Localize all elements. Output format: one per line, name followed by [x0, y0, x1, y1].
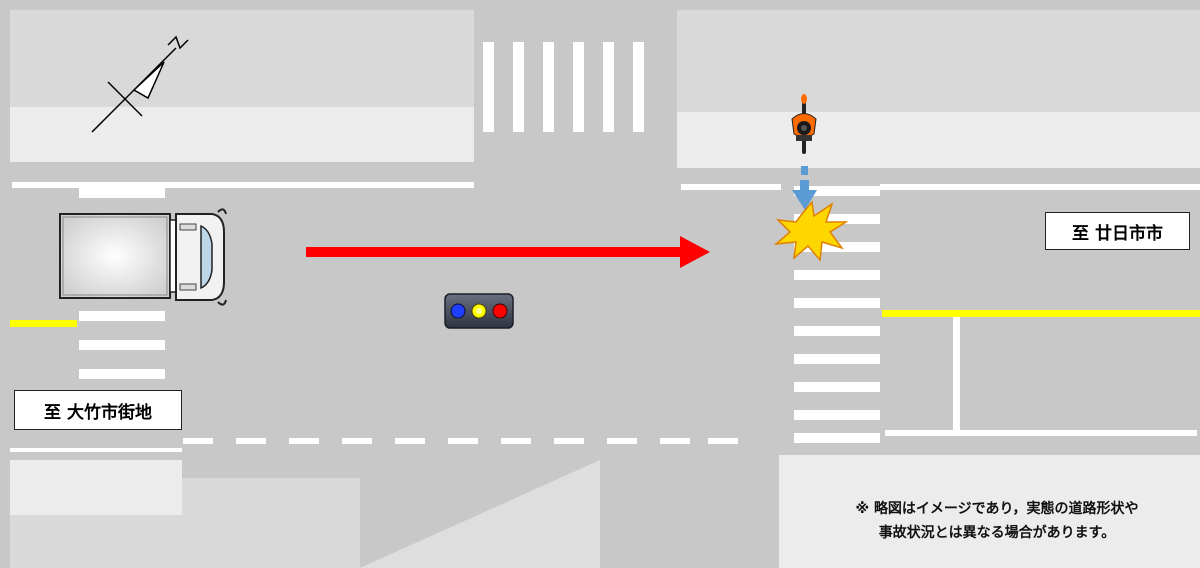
sidewalk-northeast	[677, 112, 1200, 168]
disclaimer-line-2: 事故状況とは異なる場合があります。	[812, 521, 1182, 545]
edge-line-north-east	[681, 184, 781, 190]
stop-line-east	[953, 317, 960, 432]
block-northeast	[677, 10, 1200, 112]
edge-line-south-east	[885, 430, 1197, 436]
disclaimer-line-1: ※ 略図はイメージであり，実態の道路形状や	[812, 497, 1182, 521]
direction-label-west: 至 大竹市街地	[14, 390, 182, 430]
truck-icon	[60, 209, 226, 304]
signal-blue-light	[451, 304, 465, 318]
center-line-east	[882, 310, 1200, 317]
block-northwest	[10, 10, 474, 107]
edge-line-north-west	[12, 182, 474, 188]
traffic-signal-icon	[445, 294, 513, 328]
edge-line-south-west	[10, 448, 182, 452]
edge-line-north-east-2	[880, 184, 1200, 190]
sidewalk-northwest	[10, 107, 474, 162]
disclaimer-note: ※ 略図はイメージであり，実態の道路形状や 事故状況とは異なる場合があります。	[812, 497, 1182, 545]
center-line-west	[10, 320, 77, 327]
direction-label-east: 至 廿日市市	[1045, 212, 1190, 250]
sidewalk-southwest	[10, 460, 182, 515]
signal-red-light	[493, 304, 507, 318]
